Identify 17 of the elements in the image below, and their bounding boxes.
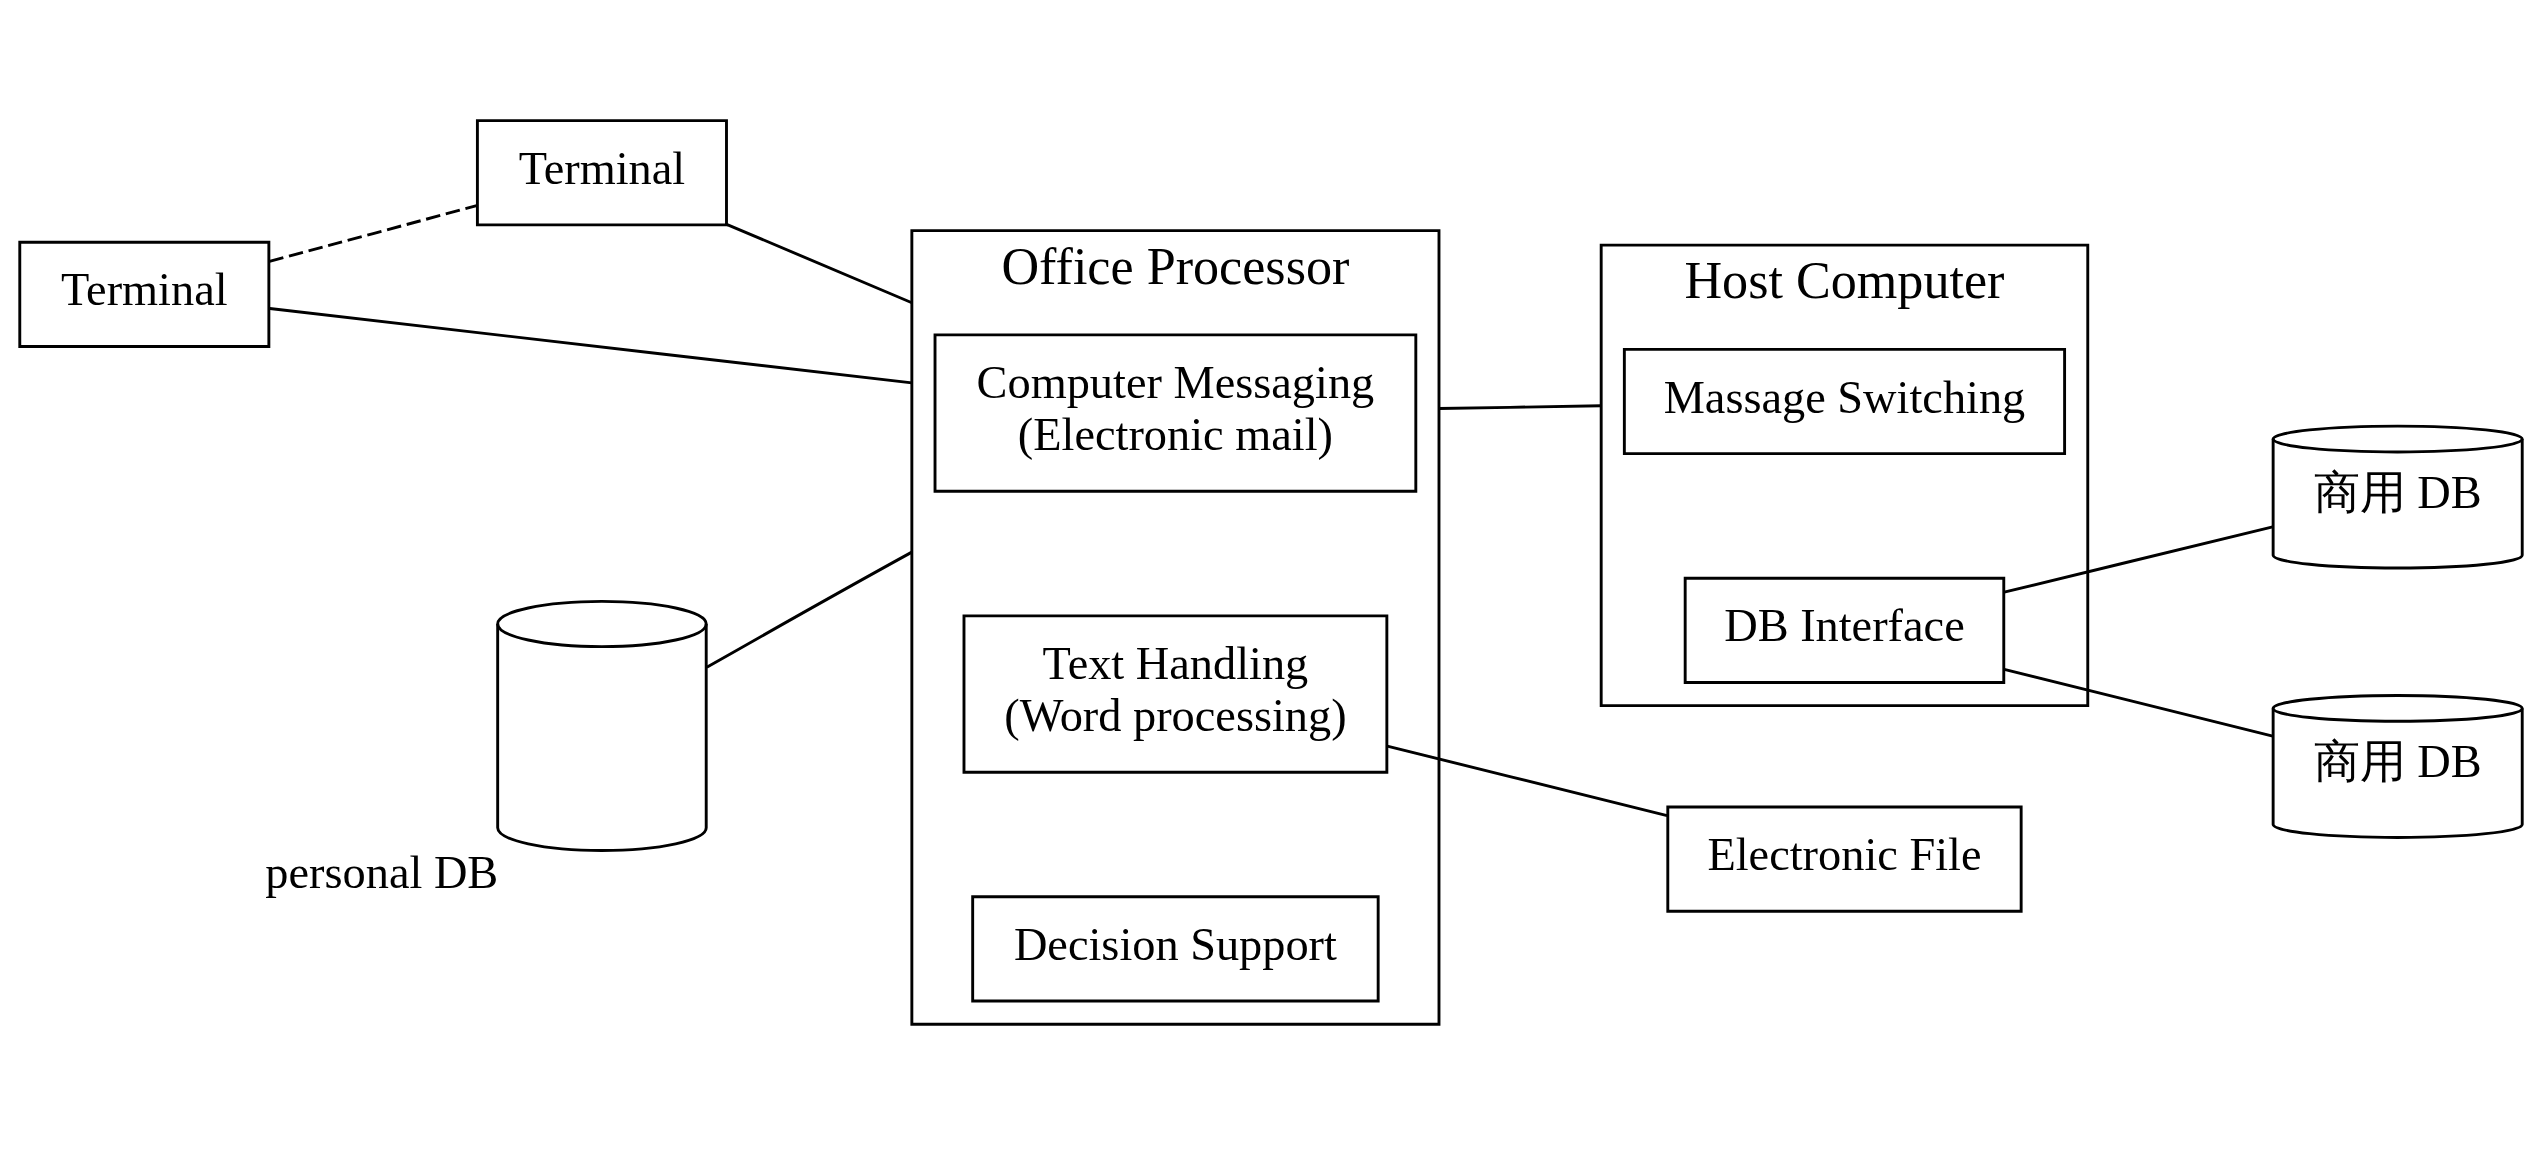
node-box: DB Interface <box>1683 576 2006 684</box>
node-box: Massage Switching <box>1622 347 2067 455</box>
node-box: Text Handling (Word processing) <box>962 613 1389 774</box>
node-box: Electronic File <box>1666 805 2023 913</box>
connector <box>2003 667 2274 738</box>
node-box: Terminal <box>475 118 728 226</box>
connector <box>706 550 913 669</box>
node-box: Computer Messaging (Electronic mail) <box>933 332 1418 493</box>
node-label: personal DB <box>265 846 499 898</box>
connector <box>269 203 478 263</box>
node-box: Decision Support <box>971 894 1380 1003</box>
connector <box>1386 744 1668 817</box>
connector <box>726 222 913 304</box>
connector <box>1438 403 1602 410</box>
connector <box>269 306 912 384</box>
node-box: Terminal <box>18 240 271 348</box>
connector <box>2003 524 2273 594</box>
